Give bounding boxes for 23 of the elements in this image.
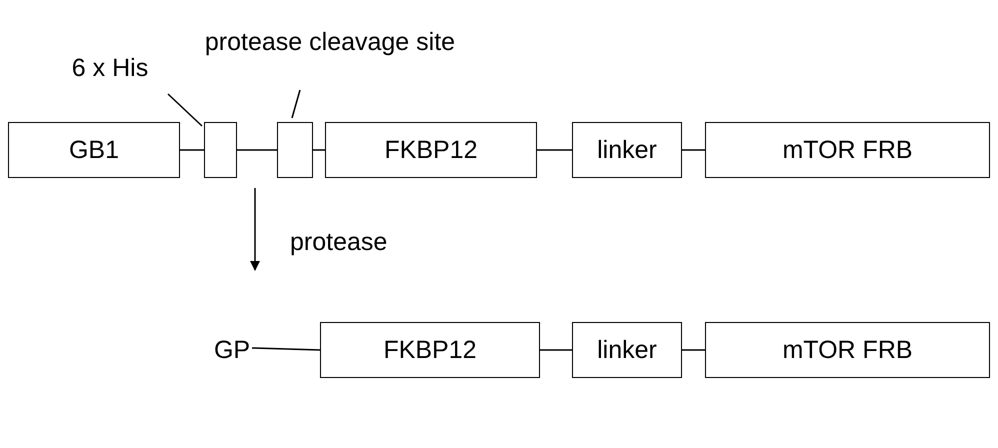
linker-line: [237, 149, 277, 151]
linker-line: [537, 149, 572, 151]
domain-box: mTOR FRB: [705, 322, 990, 378]
domain-box: FKBP12: [325, 122, 537, 178]
linker-line: [682, 149, 705, 151]
domain-box: linker: [572, 322, 682, 378]
annotation-text: 6 x His: [72, 53, 148, 83]
leader-line: [167, 93, 203, 127]
tag-box: [277, 122, 313, 178]
tag-box: [204, 122, 237, 178]
leader-line: [291, 90, 301, 118]
linker-line: [252, 347, 320, 351]
domain-box: GB1: [8, 122, 180, 178]
annotation-text: GP: [214, 335, 250, 365]
linker-line: [313, 149, 325, 151]
linker-line: [180, 149, 204, 151]
domain-box: mTOR FRB: [705, 122, 990, 178]
linker-line: [540, 349, 572, 351]
domain-box: FKBP12: [320, 322, 540, 378]
annotation-text: protease cleavage site: [204, 27, 456, 57]
domain-box: linker: [572, 122, 682, 178]
step-label: protease: [290, 228, 388, 257]
linker-line: [682, 349, 705, 351]
